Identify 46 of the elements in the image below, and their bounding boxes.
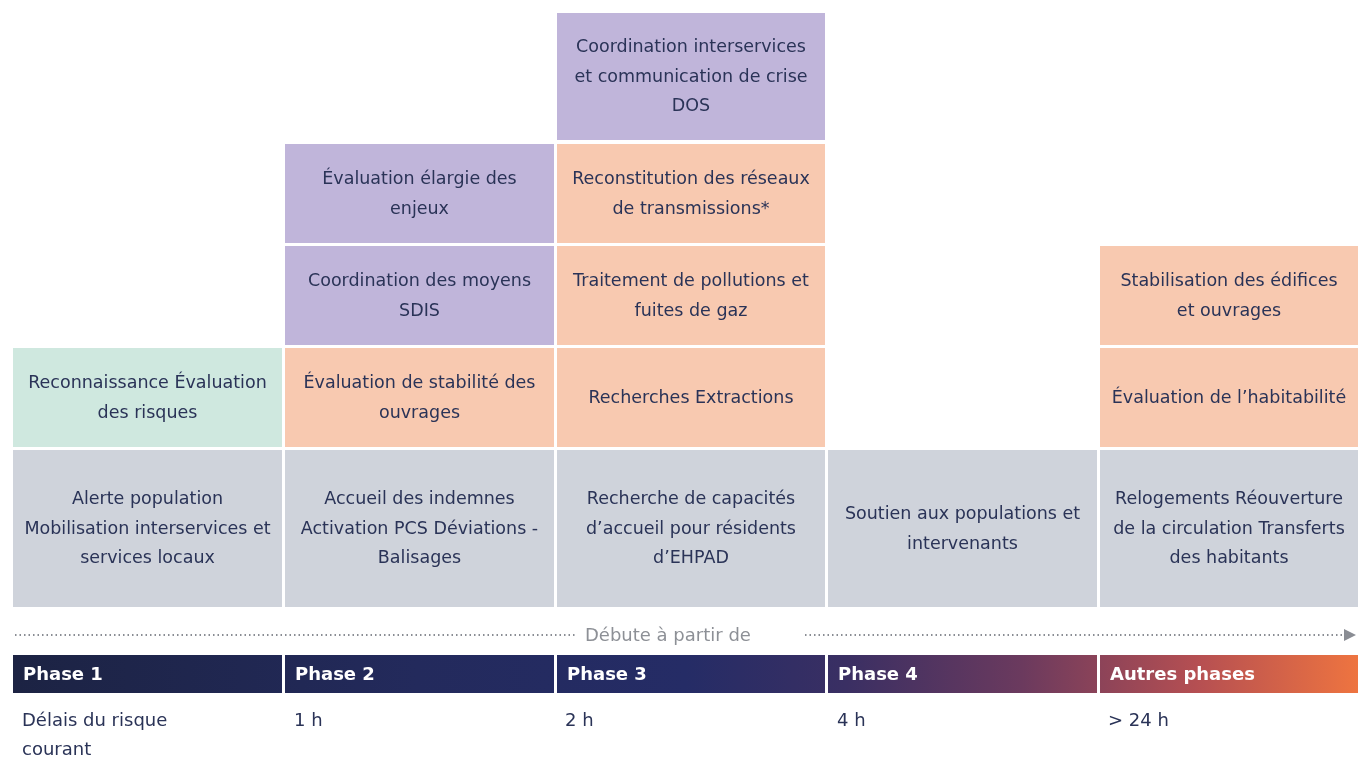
task-box bbox=[557, 246, 825, 345]
task-box bbox=[13, 348, 282, 447]
task-text: Coordination des moyens SDIS bbox=[307, 269, 532, 322]
task-text: Recherche de capacités d’accueil pour résidents d’EHPAD bbox=[585, 487, 797, 570]
task-text: Coordination interservices et communication de crise DOS bbox=[573, 35, 809, 118]
duration: 4 h bbox=[837, 708, 866, 732]
phase-label: Autres phases bbox=[1110, 662, 1255, 687]
phase-bar-segment bbox=[557, 655, 825, 693]
task-text: Accueil des indemnes Activation PCS Déviations - Balisages bbox=[299, 487, 540, 570]
task-box bbox=[285, 450, 554, 607]
task-text: Alerte population Mobilisation interservices et services locaux bbox=[23, 487, 272, 570]
task-box bbox=[285, 246, 554, 345]
timeline-label: Débute à partir de bbox=[585, 623, 751, 647]
task-box bbox=[1100, 246, 1358, 345]
phase-label: Phase 4 bbox=[838, 662, 918, 687]
task-box bbox=[557, 450, 825, 607]
phase-bar-segment bbox=[828, 655, 1097, 693]
phase-label: Phase 1 bbox=[23, 662, 103, 687]
task-text: Évaluation de stabilité des ouvrages bbox=[302, 370, 537, 424]
task-box bbox=[557, 13, 825, 140]
task-text: Stabilisation des édifices et ouvrages bbox=[1119, 269, 1339, 322]
task-box bbox=[557, 348, 825, 447]
task-text: Évaluation de l’habitabilité bbox=[1111, 385, 1347, 409]
task-text: Reconstitution des réseaux de transmissions* bbox=[571, 167, 811, 220]
phase-label: Phase 2 bbox=[295, 662, 375, 687]
task-text: Évaluation élargie des enjeux bbox=[321, 166, 518, 220]
duration: 2 h bbox=[565, 708, 594, 732]
task-text: Reconnaissance Évaluation des risques bbox=[27, 370, 268, 424]
duration: > 24 h bbox=[1108, 708, 1169, 732]
row-header: Délais du risque courant bbox=[22, 708, 169, 759]
task-box bbox=[285, 144, 554, 243]
phase-bar-segment bbox=[1100, 655, 1358, 693]
task-box bbox=[1100, 348, 1358, 447]
task-box bbox=[557, 144, 825, 243]
task-box bbox=[285, 348, 554, 447]
phase-bar-segment bbox=[13, 655, 282, 693]
task-text: Traitement de pollutions et fuites de gaz bbox=[572, 269, 810, 322]
task-text: Soutien aux populations et intervenants bbox=[843, 502, 1082, 555]
task-box bbox=[13, 450, 282, 607]
task-text: Recherches Extractions bbox=[588, 385, 794, 409]
task-box bbox=[1100, 450, 1358, 607]
phase-label: Phase 3 bbox=[567, 662, 647, 687]
phase-bar-segment bbox=[285, 655, 554, 693]
task-text: Relogements Réouverture de la circulation Transferts des habitants bbox=[1112, 487, 1346, 570]
task-box bbox=[828, 450, 1097, 607]
duration: 1 h bbox=[294, 708, 323, 732]
